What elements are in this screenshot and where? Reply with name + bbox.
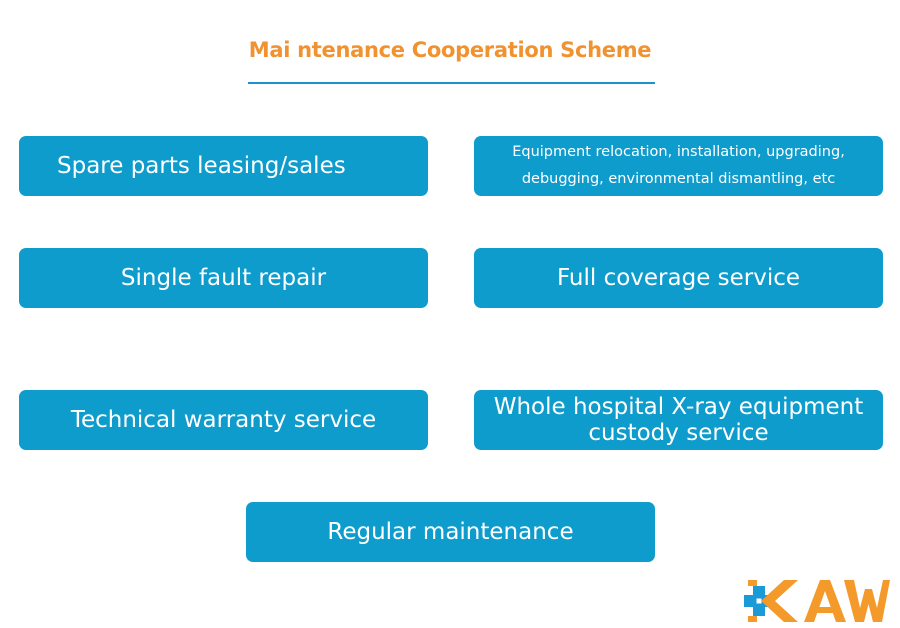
relocation-label-line2: debugging, environmental dismantling, et… <box>521 171 836 187</box>
spare-parts-label: Spare parts leasing/sales <box>57 153 346 179</box>
full-coverage-service-box[interactable]: Full coverage service <box>474 248 883 308</box>
regular-maintenance-box[interactable]: Regular maintenance <box>246 502 655 562</box>
page-title: Mai ntenance Cooperation Scheme <box>248 38 652 62</box>
xray-custody-service-box[interactable]: Whole hospital X-ray equipment custody s… <box>474 390 883 450</box>
logo-letter-a <box>804 580 846 622</box>
title-underline <box>248 82 655 84</box>
kaw-logo <box>744 580 890 622</box>
single-fault-repair-box[interactable]: Single fault repair <box>19 248 428 308</box>
spare-parts-leasing-sales-box[interactable]: Spare parts leasing/sales <box>19 136 428 196</box>
single-fault-label: Single fault repair <box>120 265 327 291</box>
regular-maintenance-label: Regular maintenance <box>327 519 574 545</box>
relocation-label-line1: Equipment relocation, installation, upgr… <box>512 144 845 160</box>
technical-warranty-service-box[interactable]: Technical warranty service <box>19 390 428 450</box>
logo-letter-w <box>844 580 890 622</box>
equipment-relocation-box[interactable]: Equipment relocation, installation, upgr… <box>474 136 883 196</box>
xray-label-line2: custody service <box>588 420 769 446</box>
xray-label-line1: Whole hospital X-ray equipment <box>493 394 864 420</box>
technical-warranty-label: Technical warranty service <box>70 407 377 433</box>
full-coverage-label: Full coverage service <box>556 265 801 291</box>
logo-letter-k <box>748 580 798 622</box>
